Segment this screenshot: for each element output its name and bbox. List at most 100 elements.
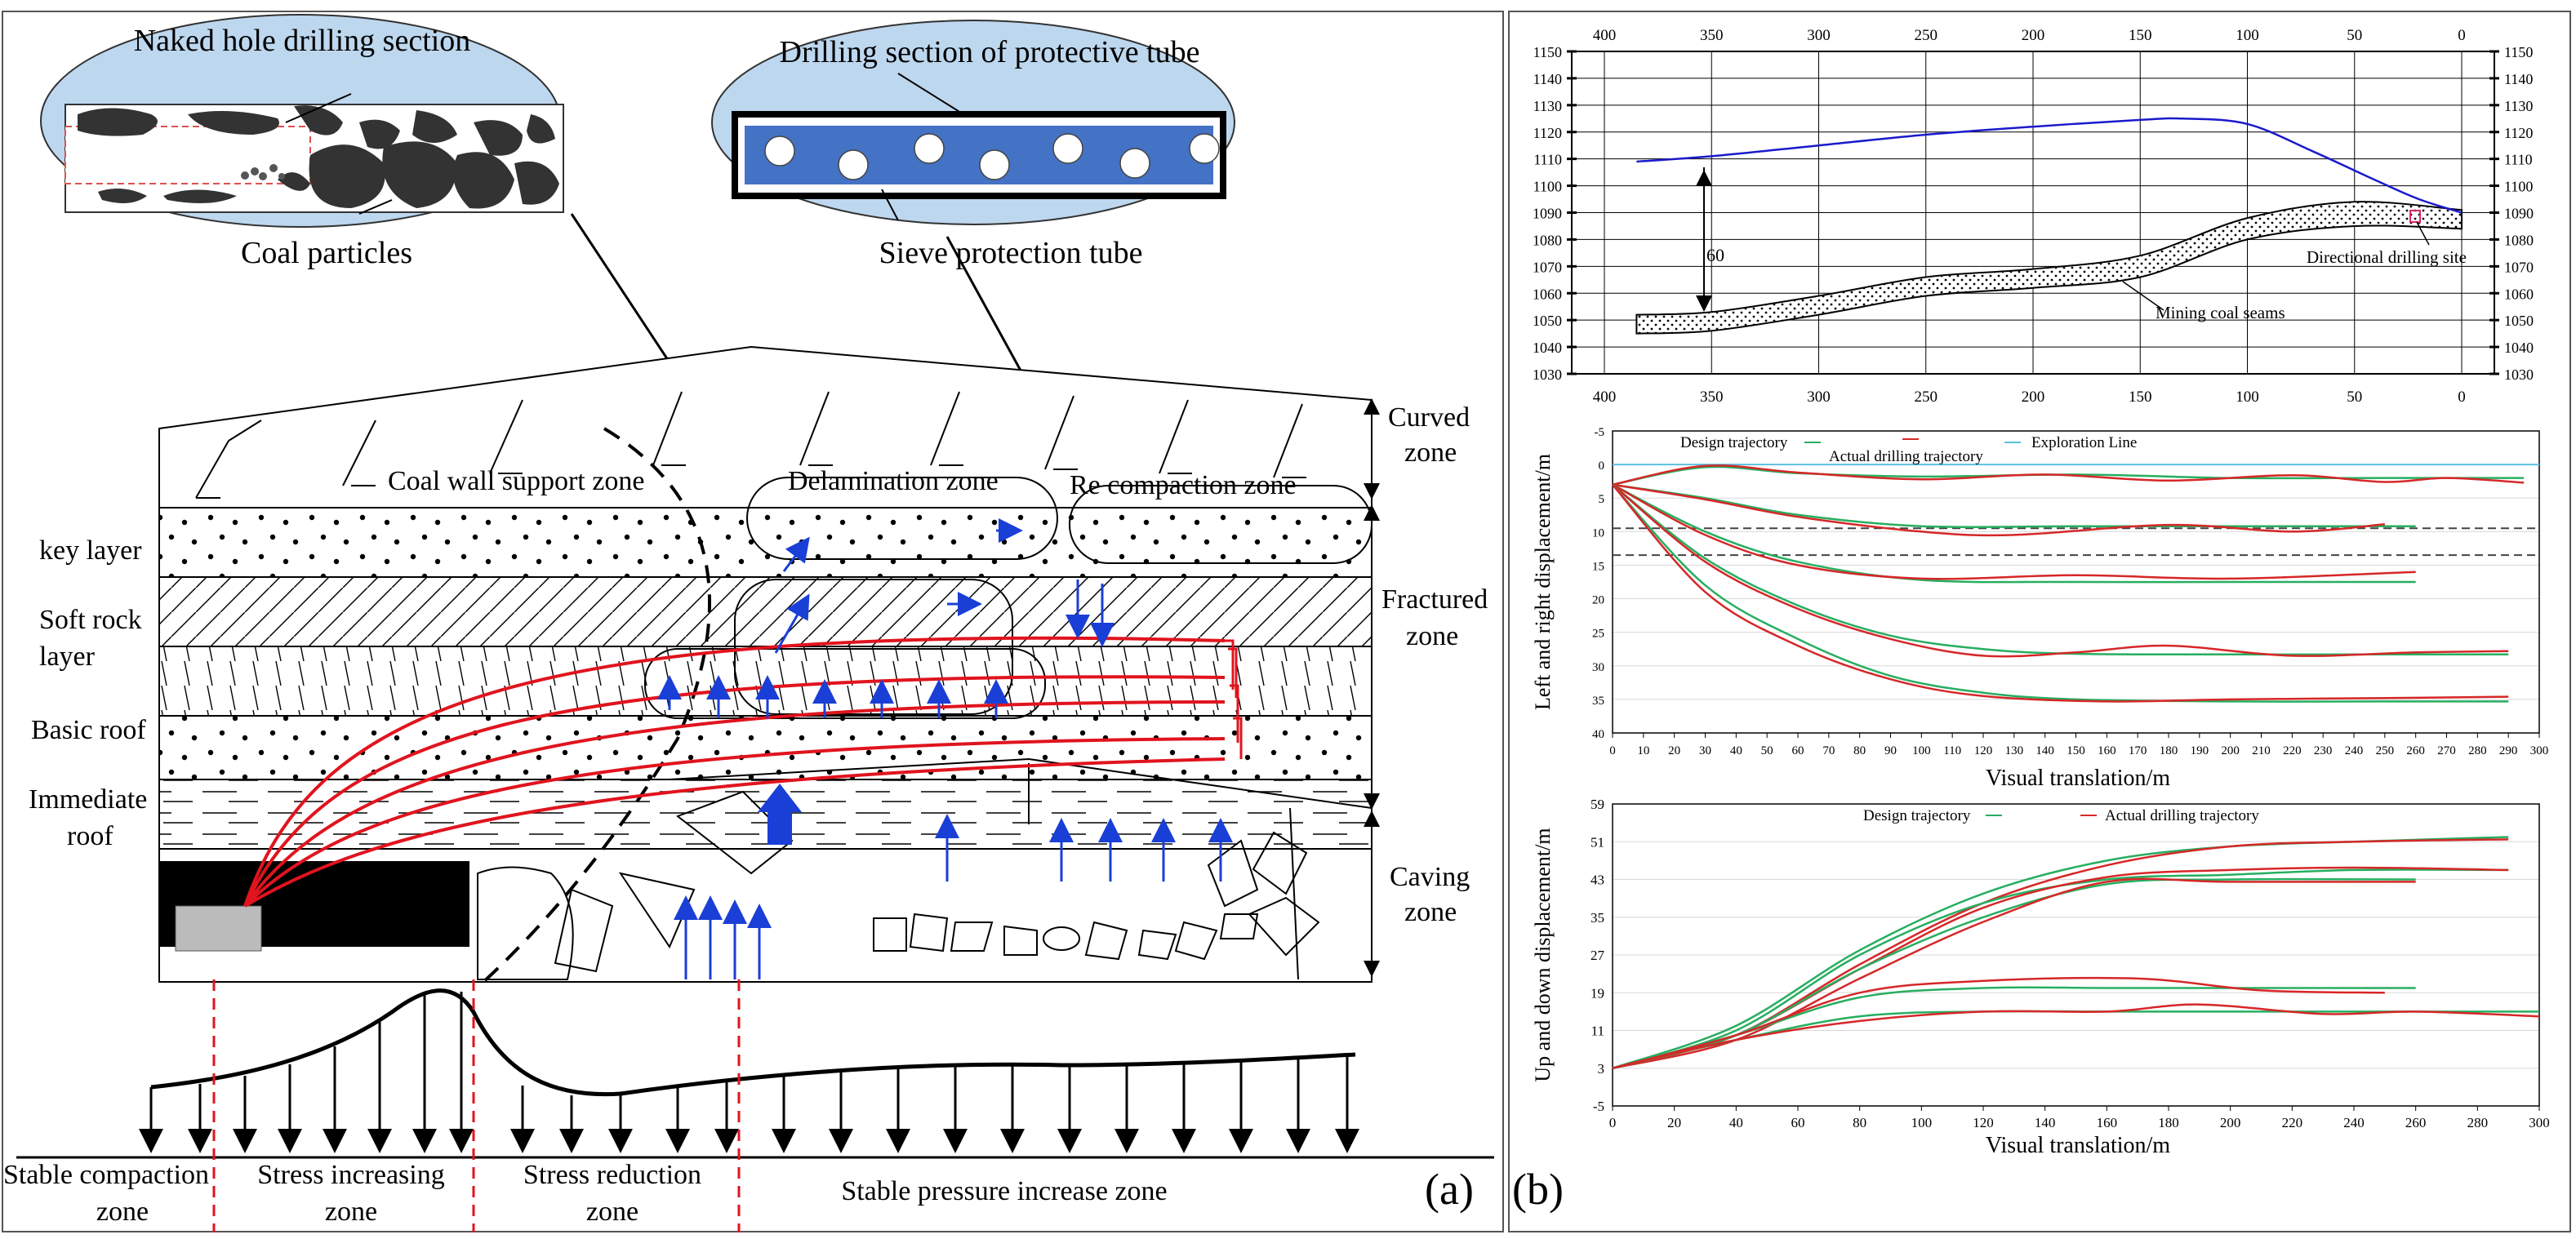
profile-xtick-bottom: 250 [1915, 389, 1938, 406]
profile-ytick-right: 1150 [2504, 44, 2533, 60]
lr-series-line [1612, 483, 2509, 658]
profile-xtick-top: 400 [1593, 27, 1617, 44]
profile-ytick-left: 1140 [1533, 71, 1562, 87]
stress-arrows [657, 518, 1233, 979]
lr-xtick: 200 [2221, 744, 2240, 757]
drilling-trajectory-line [1636, 117, 2463, 214]
lr-xtick: 190 [2191, 744, 2209, 757]
soft-rock-label-2: layer [39, 642, 96, 672]
curved-zone-label-2: zone [1404, 437, 1457, 468]
profile-xtick-bottom: 400 [1593, 389, 1617, 406]
profile-ytick-left: 1120 [1533, 125, 1562, 141]
fractured-zone-label-1: Fractured [1381, 584, 1488, 615]
profile-ytick-right: 1040 [2504, 340, 2534, 356]
ud-xtick: 240 [2343, 1115, 2365, 1130]
ud-xtick: 200 [2220, 1115, 2241, 1130]
profile-ytick-right: 1090 [2504, 206, 2534, 222]
profile-ytick-right: 1110 [2504, 152, 2533, 168]
ud-xtick: 180 [2158, 1115, 2179, 1130]
lr-xtick: 250 [2376, 744, 2395, 757]
panel-b-frame [1508, 11, 2571, 1232]
ud-legend: Design trajectory Actual drilling trajec… [1863, 807, 2259, 824]
profile-ytick-left: 1060 [1533, 286, 1562, 302]
recompaction-zone-label: Re compaction zone [1070, 470, 1297, 500]
profile-ytick-right: 1130 [2504, 98, 2533, 114]
lr-xtick: 180 [2160, 744, 2178, 757]
basic-roof-label: Basic roof [31, 715, 146, 745]
ud-xtick: 220 [2282, 1115, 2303, 1130]
lr-series-line [1612, 483, 2509, 703]
profile-xtick-bottom: 50 [2347, 389, 2362, 406]
drilling-trajectories [243, 636, 1243, 908]
coal-seam-band [1635, 201, 2463, 335]
ud-series-line [1612, 976, 2385, 1070]
lr-plot-area [1612, 430, 2540, 734]
lr-xtick: 240 [2345, 744, 2364, 757]
panel-b-tag: (b) [1512, 1165, 1564, 1214]
profile-ytick-left: 1150 [1533, 44, 1562, 60]
ud-xtick: 80 [1853, 1115, 1866, 1130]
lr-ytick: 35 [1592, 695, 1604, 708]
ud-series-line [1612, 1003, 2540, 1070]
lr-xtick: 280 [2468, 744, 2487, 757]
ud-xtick: 300 [2529, 1115, 2550, 1130]
lr-ytick: 30 [1592, 661, 1604, 674]
panel-a-tag: (a) [1425, 1165, 1474, 1214]
profile-ytick-right: 1100 [2504, 179, 2533, 195]
lr-series-line [1612, 483, 2509, 656]
lr-xtick: 210 [2252, 744, 2271, 757]
profile-xtick-bottom: 350 [1700, 389, 1724, 406]
profile-ytick-right: 1120 [2504, 125, 2533, 141]
lr-xtick: 20 [1668, 744, 1680, 757]
lr-xtick: 290 [2499, 744, 2518, 757]
panel-a: Naked hole drilling section Coal particl… [2, 11, 1504, 1232]
lr-xtick: 70 [1822, 744, 1835, 757]
coal-wall-boundary [480, 427, 712, 985]
lr-xtick: 110 [1943, 744, 1961, 757]
panel-a-labels: Coal wall support zone Delamination zone… [3, 402, 1488, 1227]
profile-xtick-top: 200 [2022, 27, 2045, 44]
ud-ytick: 19 [1591, 985, 1604, 1001]
profile-xtick-top: 50 [2347, 27, 2362, 44]
profile-ytick-left: 1030 [1533, 366, 1562, 383]
ud-xlabel: Visual translation/m [1986, 1133, 2170, 1158]
ud-series-line [1612, 838, 2509, 1070]
profile-ytick-right: 1030 [2504, 366, 2534, 383]
lr-xtick: 60 [1792, 744, 1804, 757]
ud-ytick: 11 [1591, 1024, 1604, 1039]
coal-seam-label: Mining coal seams [2156, 303, 2285, 322]
lr-legend-design: Design trajectory [1680, 434, 1788, 451]
stable-compaction-label-2: zone [96, 1197, 149, 1227]
fractured-zone-label-2: zone [1406, 621, 1458, 651]
profile-xtick-top: 250 [1915, 27, 1938, 44]
profile-ytick-right: 1140 [2504, 71, 2533, 87]
stress-reduction-label-2: zone [586, 1197, 638, 1227]
profile-xtick-top: 300 [1807, 27, 1831, 44]
ud-ytick: -5 [1593, 1099, 1604, 1114]
profile-ytick-left: 1080 [1533, 232, 1562, 248]
profile-ytick-left: 1130 [1533, 98, 1562, 114]
lr-ytick: 10 [1592, 526, 1604, 540]
lr-ylabel: Left and right displacement/m [1531, 454, 1555, 710]
ud-ytick: 59 [1591, 797, 1604, 812]
coal-particles-label: Coal particles [241, 236, 412, 270]
stable-pressure-label: Stable pressure increase zone [841, 1176, 1167, 1206]
naked-hole-callout: Naked hole drilling section Coal particl… [40, 14, 564, 270]
lr-xtick: 30 [1699, 744, 1711, 757]
lr-xtick: 220 [2283, 744, 2302, 757]
key-layer-label: key layer [39, 535, 142, 566]
naked-hole-title: Naked hole drilling section [134, 24, 471, 58]
lr-series-line [1612, 464, 2525, 486]
immediate-roof-label-1: Immediate [29, 784, 147, 815]
stress-increasing-label-2: zone [325, 1197, 377, 1227]
lr-xtick: 90 [1884, 744, 1897, 757]
profile-ytick-left: 1070 [1533, 259, 1562, 275]
lr-legend-exploration: Exploration Line [2031, 434, 2137, 451]
lr-series-line [1612, 483, 2416, 580]
profile-xtick-bottom: 150 [2129, 389, 2152, 406]
profile-ytick-left: 1090 [1533, 206, 1562, 222]
lr-xtick: 260 [2406, 744, 2425, 757]
lr-series-line [1612, 483, 2509, 703]
